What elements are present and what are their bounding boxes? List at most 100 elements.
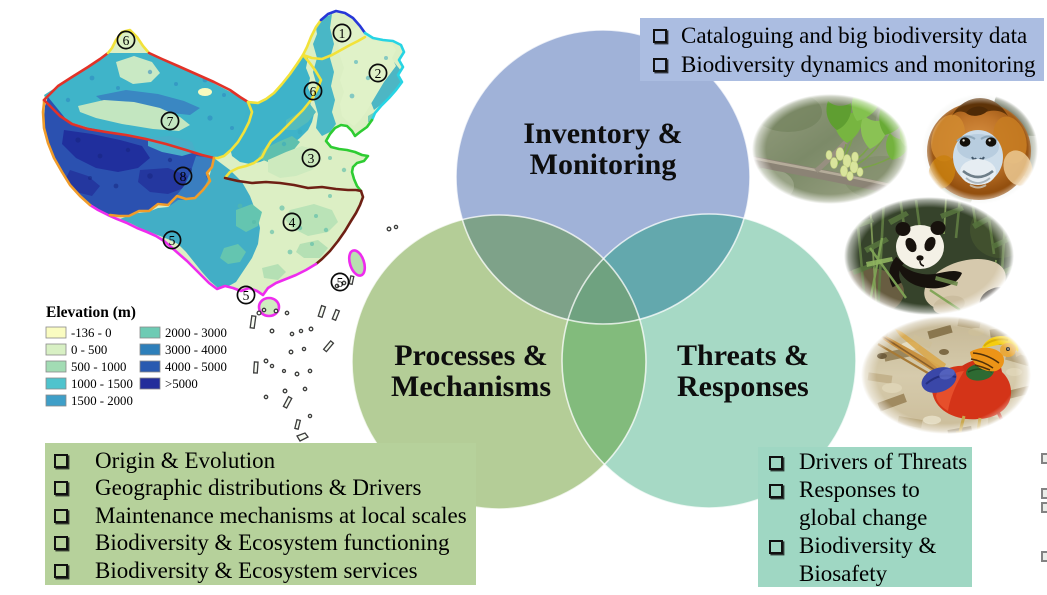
terrain-patch [236,204,262,232]
island [386,226,392,232]
legend-label: 1500 - 2000 [71,394,133,408]
flower-cluster [851,151,859,163]
border-segment [246,18,323,105]
overlap-clip-group [456,215,646,324]
note-item: Biodiversity & Ecosystem services [45,557,476,584]
region-label [332,23,352,43]
note-item-text: Biodiversity & Biosafety [799,533,937,586]
bamboo-leaf [866,257,893,267]
wood-chip [987,416,1015,429]
checkbox-bullet-icon [769,540,783,554]
border-segment [88,203,318,297]
island [294,371,300,377]
ginkgo-leaf [851,89,881,121]
terrain-speckle [281,141,287,147]
island [322,339,335,353]
bamboo-leaf [916,255,924,261]
region-label-digit: 8 [180,169,187,184]
legend-swatch [45,343,67,356]
terrain-patch [262,264,286,280]
island [256,310,262,316]
terrain-speckle [65,97,71,103]
wood-chip [877,393,907,412]
venn-title-line: Threats & [677,339,809,372]
ginkgo-branch-photo [738,89,928,208]
checkbox-bullet-icon [653,29,667,43]
region-label-digit: 1 [339,26,346,41]
legend-swatch [139,326,161,339]
note-item: Biodiversity & Ecosystem functioning [45,529,476,556]
terrain-speckle [125,147,131,153]
wood-chip [1007,348,1009,350]
legend-swatch [139,343,161,356]
bamboo-leaf [919,260,925,267]
island [298,328,304,334]
border-segment [42,51,110,102]
monkey-photo-shape [956,135,976,142]
terrain-patch [258,136,300,162]
bamboo-leaf [868,237,884,303]
border-segment [223,176,363,193]
inventory-monitoring-note-box: Cataloguing and big biodiversity data Bi… [640,18,1044,81]
bamboo-stalk [914,199,922,231]
island [296,432,309,442]
terrain-speckle [341,167,347,173]
checkbox-bullet-icon [769,484,783,498]
legend-label: 0 - 500 [71,343,107,357]
region-label [116,30,136,50]
region-label [330,272,350,292]
venn-title-threats-responses: Threats & Responses [677,340,897,402]
bamboo-stalk [954,197,962,239]
region-label-digit: 7 [167,114,174,129]
region-label [301,148,321,168]
note-item: Responses to global change [758,476,972,532]
bamboo-leaf [924,236,936,252]
venn-title-line: Responses [677,370,809,403]
island [269,328,275,334]
wood-chip [914,431,926,437]
wood-chip [1007,385,1033,399]
island [288,349,294,355]
island [281,368,287,374]
flower-cluster [825,150,833,160]
island [334,283,340,289]
legend-label: 2000 - 3000 [165,326,227,340]
region-number-labels: 6 1 2 6 7 3 8 [116,23,388,305]
venn-title-line: Mechanisms [391,370,551,403]
region-label: 6 [303,81,323,101]
island [307,413,313,419]
terrain-speckle [207,115,213,121]
overlap-inventory-threats [562,214,750,324]
terrain-speckle [113,183,119,189]
ginkgo-leaves [826,89,921,160]
legend-label: 1000 - 1500 [71,377,133,391]
wood-chip [983,338,1009,347]
legend-swatch [139,377,161,390]
region-label-digit: 6 [310,84,317,99]
region-label: 7 [160,111,180,131]
bamboo-leaf [905,237,917,253]
note-item-text: Responses to global change [799,477,928,530]
bamboo-leaf [896,225,944,269]
border-segment [363,31,406,122]
border-segment [223,53,323,180]
region-label: 8 [173,166,193,186]
bamboo-stalk [876,197,886,313]
terrain-speckle [279,205,285,211]
border-segment [41,98,92,207]
note-item: Biodiversity & Biosafety [758,532,972,588]
terrain-speckle [269,229,275,235]
terrain-patch [296,240,328,258]
wood-chip [939,349,949,355]
bamboo-leaf [888,211,909,225]
note-item: Biodiversity dynamics and monitoring [640,50,1044,79]
region-label: 3 [301,148,321,168]
wood-chip [911,334,933,349]
flower-cluster [840,165,848,177]
terrain-speckle [88,176,92,180]
terrain-speckle [75,137,81,143]
bamboo-stalk [854,203,868,315]
